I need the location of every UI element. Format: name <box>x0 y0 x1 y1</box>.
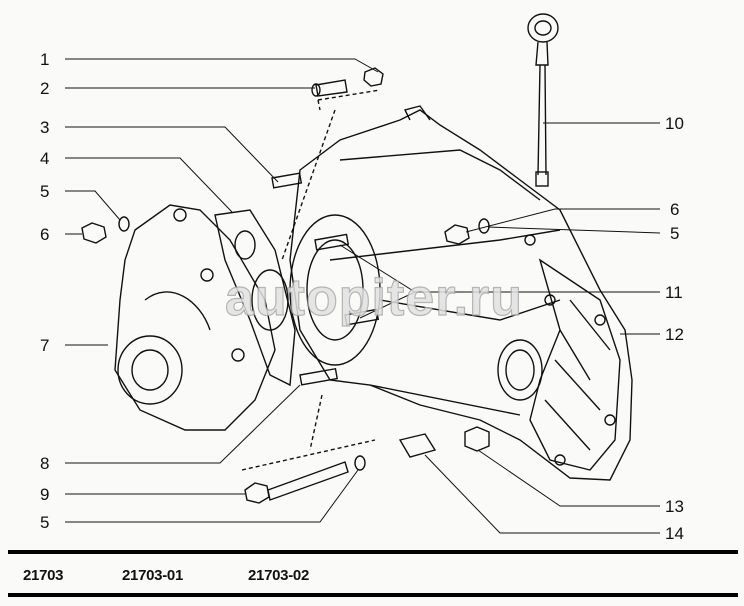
callout-14: 14 <box>665 524 684 543</box>
callout-13: 13 <box>665 497 684 516</box>
gasket <box>214 209 296 387</box>
callout-10: 10 <box>665 114 684 133</box>
callout-1: 1 <box>40 50 50 69</box>
transfer-case-housing <box>289 105 633 481</box>
callout-9: 9 <box>40 485 50 504</box>
callout-8: 8 <box>40 454 50 473</box>
callout-7: 7 <box>40 336 50 355</box>
model-code-21703-01: 21703-01 <box>122 567 183 584</box>
rear-cover <box>114 204 276 431</box>
callout-6-right: 6 <box>670 200 680 219</box>
footer-bottom-rule <box>8 593 738 597</box>
callout-5-right: 5 <box>670 224 680 243</box>
dipstick <box>527 13 559 187</box>
watermark: autopiter.ru <box>224 269 524 327</box>
callout-6: 6 <box>40 225 50 244</box>
assembly-guides <box>241 89 381 471</box>
model-code-21703: 21703 <box>23 567 64 584</box>
callout-5-bottom: 5 <box>40 513 50 532</box>
fasteners <box>81 67 490 504</box>
callout-3: 3 <box>40 118 50 137</box>
callout-5: 5 <box>40 182 50 201</box>
callout-12: 12 <box>665 325 684 344</box>
callout-4: 4 <box>40 149 50 168</box>
leader-lines <box>65 58 661 534</box>
model-code-21703-02: 21703-02 <box>248 567 309 584</box>
callout-11: 11 <box>665 283 683 302</box>
callout-2: 2 <box>40 79 50 98</box>
footer-top-rule <box>8 550 738 554</box>
